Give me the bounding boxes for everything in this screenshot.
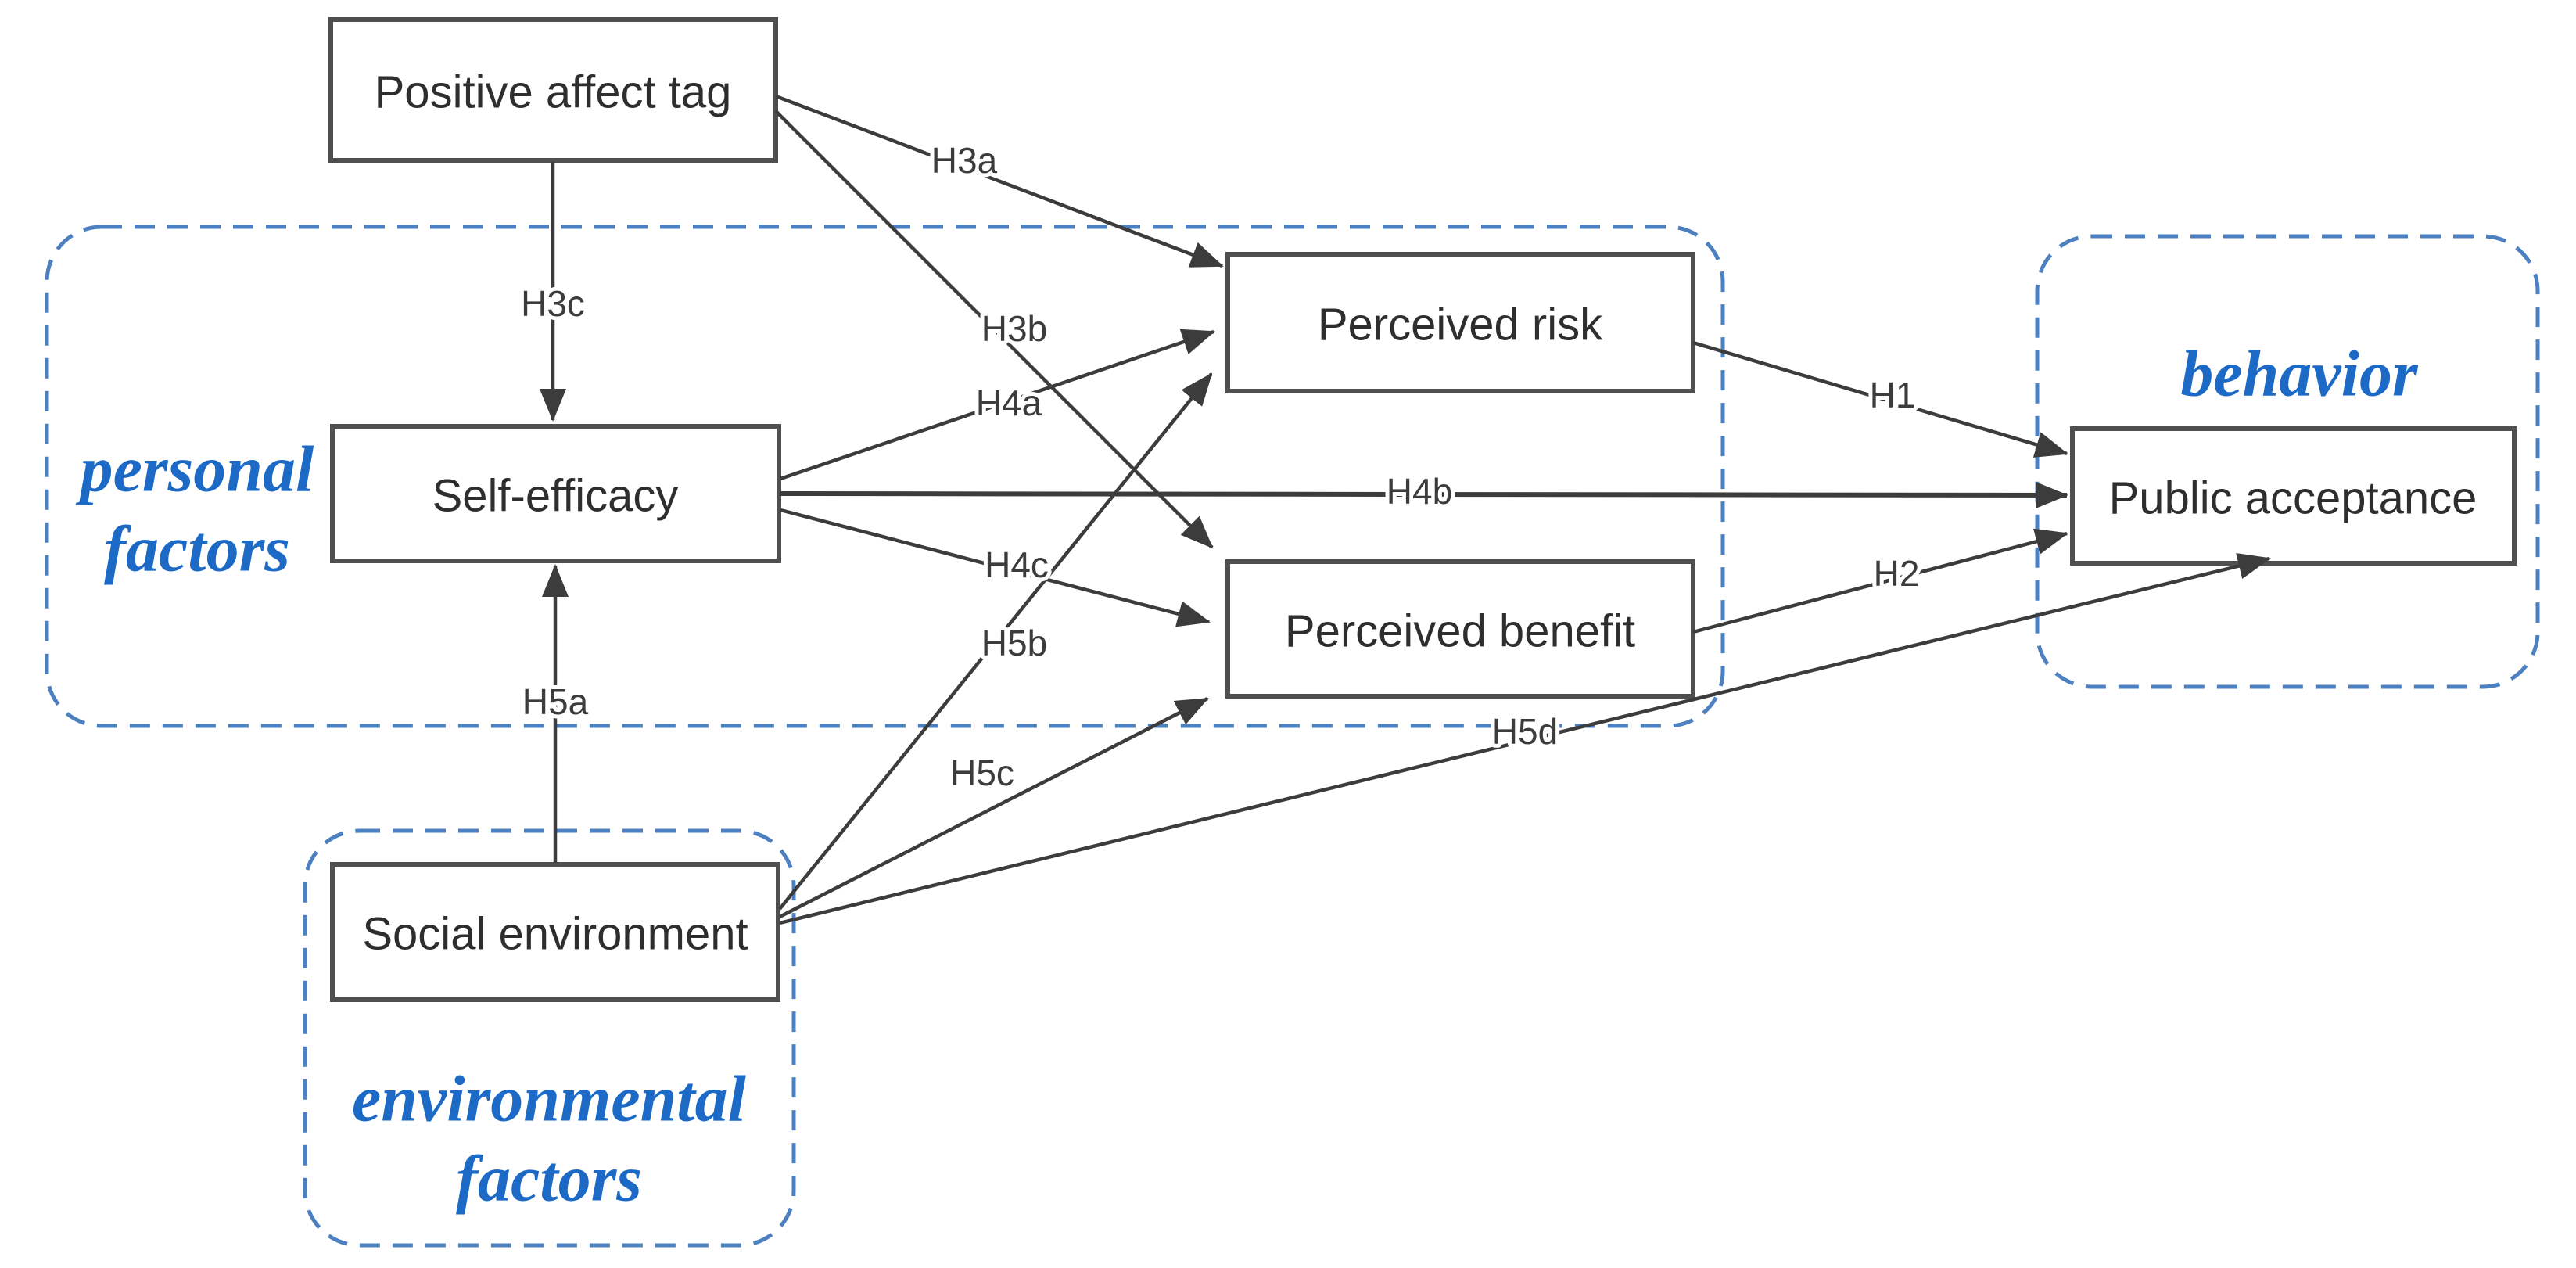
node-social-environment: Social environment [330,862,780,1002]
label-h5c: H5c [950,753,1014,793]
social-environment-box [330,862,780,1002]
personal-factors-border [45,225,1725,728]
social-environment-text: Social environment [362,909,748,960]
perceived-benefit-text: Perceived benefit [1285,606,1635,657]
edges [540,94,2271,925]
edge-h4b-self-efficacy-to-public-acceptance [780,481,2068,508]
label-h3a: H3a [931,140,998,181]
edge-h5c-social-environment-to-perceived-benefit [778,696,1209,919]
environmental-factors-label-line1: environmental [352,1063,747,1136]
edge-h4a-self-efficacy-to-perceived-risk [780,329,1215,481]
personal-factors-label-line1: personal [76,433,314,506]
behavior-border [2035,234,2540,689]
group-environmental-factors: environmental factors [303,828,796,1248]
label-h1: H1 [1870,375,1916,415]
edge-h1-perceived-risk-to-public-acceptance [1692,340,2068,458]
positive-affect-tag-text: Positive affect tag [375,67,732,118]
self-efficacy-text: Self-efficacy [432,471,679,522]
node-self-efficacy: Self-efficacy [330,424,781,563]
node-perceived-risk: Perceived risk [1225,252,1695,393]
edge-h5d-social-environment-to-public-acceptance [779,552,2271,925]
edge-h2-perceived-benefit-to-public-acceptance [1692,528,2068,634]
label-h2: H2 [1874,553,1920,594]
public-acceptance-text: Public acceptance [2109,473,2477,524]
behavior-label: behavior [2180,338,2419,411]
label-h4b: H4b [1387,471,1452,512]
node-public-acceptance: Public acceptance [2070,426,2517,566]
perceived-risk-box [1225,252,1695,393]
perceived-risk-text: Perceived risk [1318,300,1603,350]
label-h3c: H3c [521,283,585,324]
node-perceived-benefit: Perceived benefit [1225,559,1695,699]
edge-labels: H3c H5a H3a H3b H4a H4b H4c H5b H5c H5d … [517,136,1923,797]
personal-factors-label-line2: factors [104,513,290,586]
perceived-benefit-box [1225,559,1695,699]
label-h5a: H5a [522,681,589,722]
label-h3b: H3b [981,308,1047,349]
label-h5d: H5d [1492,711,1558,752]
label-h4c: H4c [985,544,1049,585]
group-behavior: behavior [2035,234,2540,689]
label-h5b: H5b [981,623,1047,663]
edge-h3a-positive-affect-to-perceived-risk [775,94,1224,268]
self-efficacy-box [330,424,781,563]
edge-h3b-positive-affect-to-perceived-benefit [774,110,1214,549]
edge-h4c-self-efficacy-to-perceived-benefit [780,508,1211,627]
environmental-factors-label-line2: factors [456,1143,642,1216]
node-positive-affect-tag: Positive affect tag [328,17,778,163]
edge-h5b-social-environment-to-perceived-risk [778,372,1213,911]
group-personal-factors: personal factors [45,225,1725,728]
positive-affect-tag-box [328,17,778,163]
public-acceptance-box [2070,426,2517,566]
label-h4a: H4a [976,383,1042,423]
